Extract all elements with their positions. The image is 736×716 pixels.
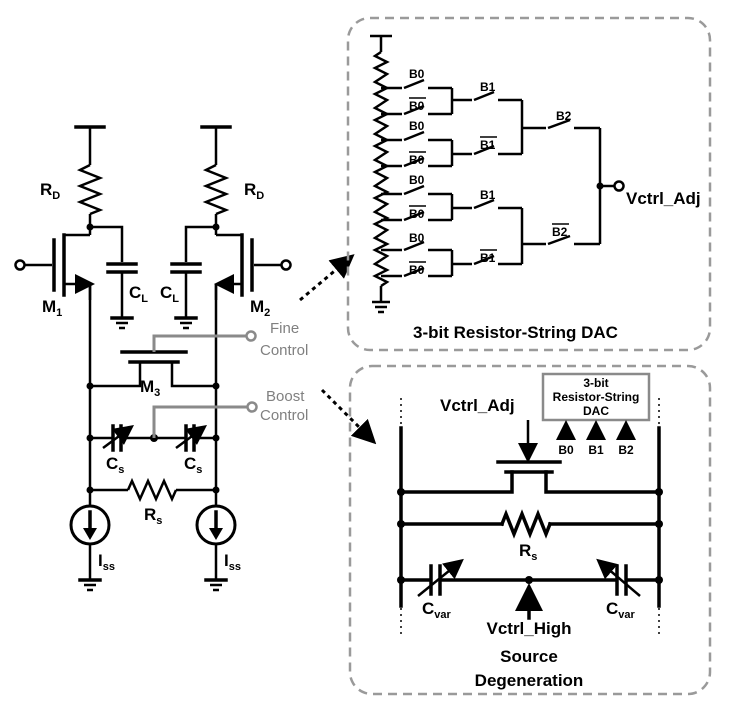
boost-control-label-1: Boost — [266, 388, 305, 405]
dac-b1-label-2: B1 — [480, 188, 496, 202]
dac-b0bar-label-4: B0 — [409, 263, 425, 277]
iss-right-source — [195, 504, 237, 592]
degeneration-title-2: Degeneration — [475, 671, 584, 690]
dac-b1-label: B1 — [480, 80, 496, 94]
dac-bit-b0: B0 — [558, 443, 574, 457]
m1-label: M1 — [42, 297, 62, 319]
main-circuit: RD RD CL CL M1 M2 M3 Fine Control Boost … — [14, 125, 308, 592]
dac-b0bar-label-3: B0 — [409, 207, 425, 221]
dac-b0-label: B0 — [409, 67, 425, 81]
dac-title: 3-bit Resistor-String DAC — [413, 323, 618, 342]
dac-b2bar-label: B2 — [552, 225, 568, 239]
vctrl-high-label: Vctrl_High — [486, 619, 571, 638]
dac-b0bar-label-2: B0 — [409, 153, 425, 167]
degeneration-panel-border — [348, 364, 712, 696]
rd-right-resistor — [202, 163, 230, 216]
dac-b0-label-3: B0 — [409, 173, 425, 187]
dac-b1bar-label: B1 — [480, 138, 496, 152]
dac-resistor-string — [372, 50, 390, 288]
dac-block-label-2: Resistor-String — [553, 390, 640, 404]
degeneration-title-1: Source — [500, 647, 558, 666]
dac-panel: B0 B0 B0 B0 B0 B0 B0 B0 B1 B1 B1 B1 B2 B… — [346, 16, 712, 352]
m1-transistor — [14, 233, 95, 300]
m2-transistor — [214, 233, 292, 300]
m3-transistor — [90, 330, 257, 388]
rd-left-resistor — [76, 163, 104, 216]
m2-label: M2 — [250, 297, 270, 319]
iss-right-label: Iss — [224, 551, 241, 573]
dac-bit-b2: B2 — [618, 443, 634, 457]
iss-left-label: Iss — [98, 551, 115, 573]
rd-left-label: RD — [40, 180, 60, 202]
dac-b0bar-label: B0 — [409, 99, 425, 113]
dac-bit-b1: B1 — [588, 443, 604, 457]
dac-block-label-3: DAC — [583, 404, 609, 418]
rs-resistor — [126, 477, 178, 503]
arrow-to-dac — [299, 254, 355, 302]
dac-b2-label: B2 — [556, 109, 572, 123]
cl-left-label: CL — [129, 283, 148, 305]
degeneration-rs-label: Rs — [519, 541, 537, 563]
boost-control-label-2: Control — [260, 407, 308, 424]
m3-label: M3 — [140, 377, 160, 399]
cvar-left-label: Cvar — [422, 599, 452, 621]
dac-b0-label-2: B0 — [409, 119, 425, 133]
fine-control-label-1: Fine — [270, 320, 299, 337]
fine-control-label-2: Control — [260, 342, 308, 359]
iss-left-source — [69, 504, 111, 592]
dac-output-terminal — [613, 180, 625, 192]
dac-output-label: Vctrl_Adj — [626, 189, 701, 208]
dac-b0-label-4: B0 — [409, 231, 425, 245]
cl-right-label: CL — [160, 283, 179, 305]
degeneration-rs-resistor — [499, 509, 553, 539]
dac-block-label-1: 3-bit — [583, 376, 608, 390]
dac-block — [541, 372, 651, 422]
degeneration-panel: 3-bit Resistor-String DAC B0 B1 B2 Vctrl… — [348, 364, 712, 696]
degeneration-vctrl-adj-label: Vctrl_Adj — [440, 396, 515, 415]
boost-control-terminal — [246, 401, 258, 413]
rs-label: Rs — [144, 505, 162, 527]
cs-right-label: Cs — [184, 454, 202, 476]
dac-b1bar-label-2: B1 — [480, 251, 496, 265]
rd-right-label: RD — [244, 180, 264, 202]
dac-panel-border — [346, 16, 712, 352]
cs-left-label: Cs — [106, 454, 124, 476]
cvar-right-label: Cvar — [606, 599, 636, 621]
arrow-to-degeneration — [320, 388, 377, 445]
fine-control-terminal — [245, 330, 257, 342]
